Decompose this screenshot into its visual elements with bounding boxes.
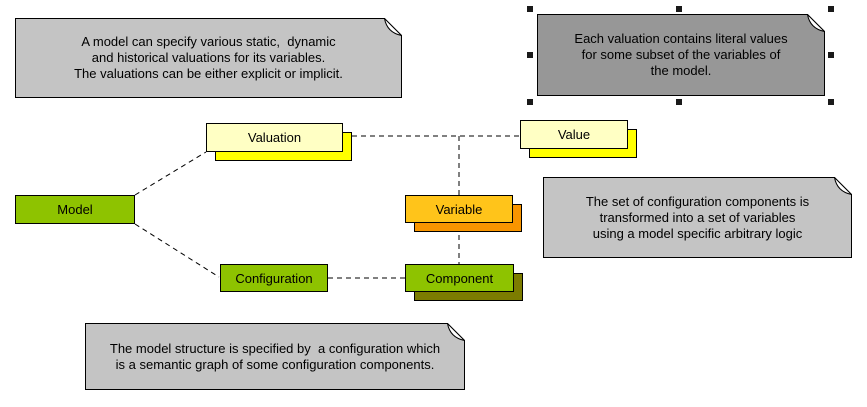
class-box-component-label: Component bbox=[425, 270, 494, 286]
class-box-component[interactable]: Component bbox=[405, 264, 523, 301]
selection-handle-bottom-left[interactable] bbox=[527, 99, 533, 105]
note-body bbox=[543, 177, 852, 258]
selection-handle-top-center[interactable] bbox=[676, 6, 682, 12]
note-text: Each valuation contains literal values f… bbox=[574, 31, 788, 78]
class-box-model[interactable]: Model bbox=[15, 195, 135, 224]
note-shape bbox=[537, 14, 825, 96]
connector-model-configuration[interactable] bbox=[134, 223, 220, 278]
class-box-variable-face: Variable bbox=[405, 195, 513, 223]
selection-handle-bottom-right[interactable] bbox=[828, 99, 834, 105]
class-box-configuration-face: Configuration bbox=[220, 264, 328, 292]
class-box-valuation-face: Valuation bbox=[206, 123, 343, 152]
class-box-value-label: Value bbox=[557, 127, 591, 142]
class-box-valuation[interactable]: Valuation bbox=[206, 123, 352, 161]
note-model-structure[interactable]: The model structure is specified by a co… bbox=[85, 323, 465, 390]
class-box-value[interactable]: Value bbox=[520, 120, 637, 158]
note-fold-corner-icon bbox=[806, 14, 825, 33]
class-box-configuration[interactable]: Configuration bbox=[220, 264, 328, 292]
selection-handle-top-right[interactable] bbox=[828, 6, 834, 12]
class-box-configuration-label: Configuration bbox=[235, 270, 313, 286]
class-box-valuation-label: Valuation bbox=[247, 130, 302, 145]
note-text: The model structure is specified by a co… bbox=[109, 340, 441, 372]
selection-handle-mid-left[interactable] bbox=[527, 52, 533, 58]
note-fold-corner-icon bbox=[833, 177, 852, 196]
note-fold-corner-icon bbox=[446, 323, 465, 342]
selection-handle-bottom-center[interactable] bbox=[676, 99, 682, 105]
selection-handle-mid-right[interactable] bbox=[828, 52, 834, 58]
note-valuation-literal-values[interactable]: Each valuation contains literal values f… bbox=[537, 14, 825, 96]
note-shape bbox=[85, 323, 465, 390]
note-body bbox=[15, 18, 402, 98]
class-box-model-label: Model bbox=[57, 202, 93, 217]
note-shape bbox=[543, 177, 852, 258]
note-text: The set of configuration components is t… bbox=[585, 193, 810, 241]
note-shape bbox=[15, 18, 402, 98]
note-body bbox=[85, 323, 465, 390]
note-text: A model can specify various static, dyna… bbox=[74, 34, 343, 81]
class-box-value-face: Value bbox=[520, 120, 628, 149]
selection-handle-top-left[interactable] bbox=[527, 6, 533, 12]
class-box-variable[interactable]: Variable bbox=[405, 195, 522, 232]
note-fold-corner-icon bbox=[383, 18, 402, 37]
class-box-model-face: Model bbox=[15, 195, 135, 224]
class-box-component-face: Component bbox=[405, 264, 514, 292]
connector-model-valuation[interactable] bbox=[134, 151, 207, 196]
class-box-variable-label: Variable bbox=[435, 201, 483, 217]
note-model-valuations[interactable]: A model can specify various static, dyna… bbox=[15, 18, 402, 98]
note-configuration-transform[interactable]: The set of configuration components is t… bbox=[543, 177, 852, 258]
note-body bbox=[537, 14, 825, 96]
